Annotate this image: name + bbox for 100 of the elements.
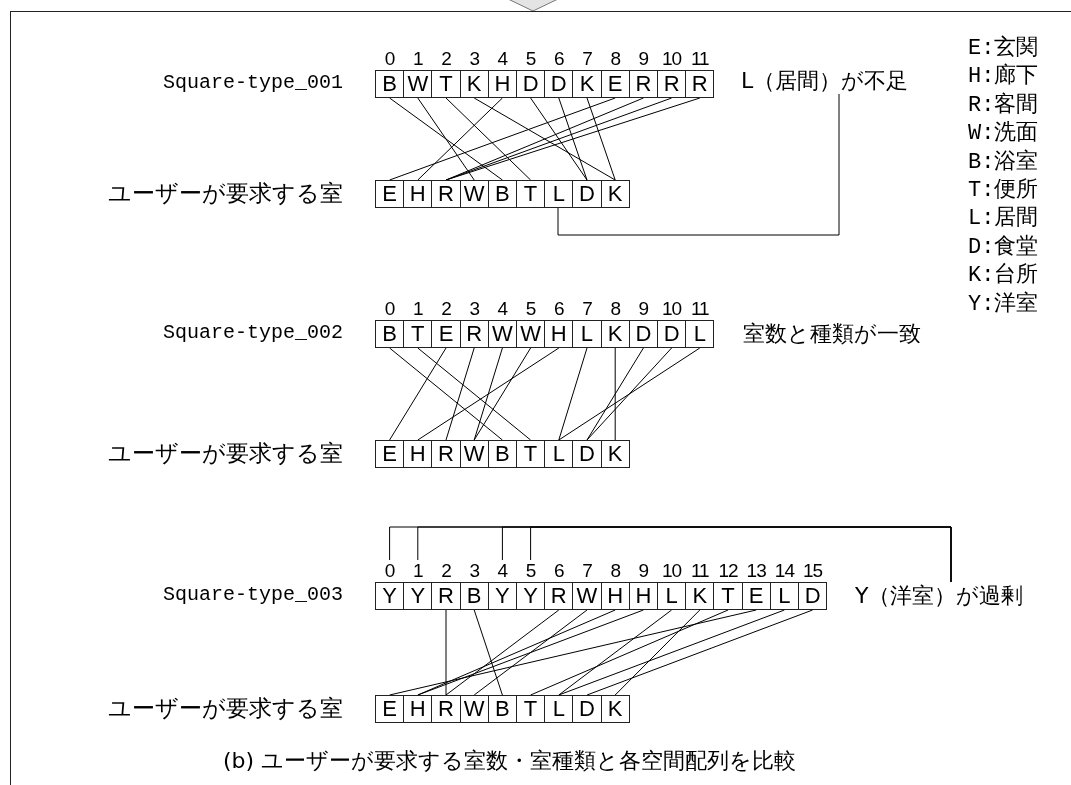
room-letter-cell: R [544,582,574,610]
room-letter-cell: Y [375,582,405,610]
index-number: 6 [553,48,565,70]
key-entry: E:玄関 [968,35,1039,62]
row-label: Square-type_001 [162,70,343,96]
room-letter-cell: B [487,180,517,208]
room-letter-cell: D [628,320,658,348]
connecting-line [445,97,532,181]
room-letter-cell: E [600,70,630,98]
connecting-line [389,97,503,181]
row-label: ユーザーが要求する室 [108,695,343,722]
room-letter-cell: E [375,695,405,723]
room-letter-cell: K [600,320,630,348]
connecting-line [586,97,616,181]
connecting-line [445,347,475,441]
room-letter-cell: E [375,440,405,468]
connecting-line [389,609,757,696]
connecting-line [558,347,588,441]
key-entry: K:台所 [968,262,1039,290]
room-letter-cell: T [403,320,433,348]
room-letter-cell: L [544,440,574,468]
frame-panel [10,11,1071,785]
index-number: 0 [383,298,396,320]
connecting-line [473,347,532,441]
connecting-line [473,97,616,181]
room-letter-cell: H [628,582,658,610]
index-number: 2 [440,48,452,70]
room-letter-cell: H [403,695,433,723]
room-letter-cell: R [628,70,658,98]
index-number: 14 [773,560,796,582]
index-number: 13 [745,560,767,582]
row-label: 室数と種類が一致 [743,320,921,347]
key-entry: Y:洋室 [968,290,1039,318]
room-letter-cell: R [431,695,461,723]
room-letter-cell: W [572,582,602,610]
status-note: L（居間）が不足 [741,67,909,94]
index-number: 2 [440,298,452,320]
room-letter-cell: L [544,180,574,208]
index-number: 8 [609,560,621,582]
room-letter-cell: D [572,180,602,208]
connecting-line [417,97,475,181]
room-letter-cell: E [375,180,405,208]
index-number: 9 [637,560,650,582]
room-letter-cell: D [657,320,687,348]
connecting-line [417,97,503,181]
row-label: ユーザーが要求する室 [108,180,343,207]
room-letter-cell: H [544,320,574,348]
connecting-line [389,347,447,441]
connecting-line [445,609,447,696]
index-number: 6 [553,560,565,582]
room-letter-cell: E [431,320,461,348]
index-number: 2 [440,560,452,582]
index-number: 3 [468,560,481,582]
room-letter-cell: B [487,695,517,723]
index-number: 3 [468,48,481,70]
room-letter-cell: L [544,695,574,723]
index-number: 11 [689,48,710,70]
room-letter-cell: W [487,320,517,348]
connecting-line [558,347,701,441]
room-letter-cell: L [657,582,687,610]
room-letter-cell: K [572,70,602,98]
room-letter-cell: B [375,70,405,98]
index-number: 11 [689,298,710,320]
room-letter-cell: K [685,582,715,610]
room-letter-cell: Y [487,582,517,610]
index-number: 3 [468,298,481,320]
connecting-line [389,97,616,181]
room-letter-cell: Y [403,582,433,610]
index-number: 1 [412,48,424,70]
caption: (b) ユーザーが要求する室数・室種類と各空間配列を比較 [223,747,797,774]
index-number: 1 [412,298,424,320]
index-number: 12 [717,560,739,582]
room-letter-cell: T [516,180,546,208]
row-label: ユーザーが要求する室 [108,440,343,467]
index-number: 0 [383,560,396,582]
index-number: 6 [553,298,565,320]
room-letter-cell: B [459,582,489,610]
connecting-line [473,609,503,696]
connecting-line [417,347,532,441]
connecting-line [389,347,503,441]
leader-line [557,93,840,236]
index-number: 8 [609,298,621,320]
room-letter-cell: D [798,582,828,610]
room-letter-cell: K [459,70,489,98]
connecting-line [417,347,560,441]
connecting-line [558,609,785,696]
room-letter-cell: L [572,320,602,348]
index-number: 7 [581,298,593,320]
index-number: 5 [524,298,537,320]
index-number: 10 [661,560,683,582]
connecting-line [473,609,588,696]
room-letter-cell: K [600,180,630,208]
room-letter-cell: W [459,695,489,723]
room-letter-cell: H [403,440,433,468]
key-entry: W:洗面 [968,120,1039,148]
room-letter-cell: E [741,582,771,610]
room-letter-cell: K [600,440,630,468]
room-letter-cell: D [572,440,602,468]
room-letter-cell: W [459,440,489,468]
status-note: Y（洋室）が過剰 [855,582,1024,609]
